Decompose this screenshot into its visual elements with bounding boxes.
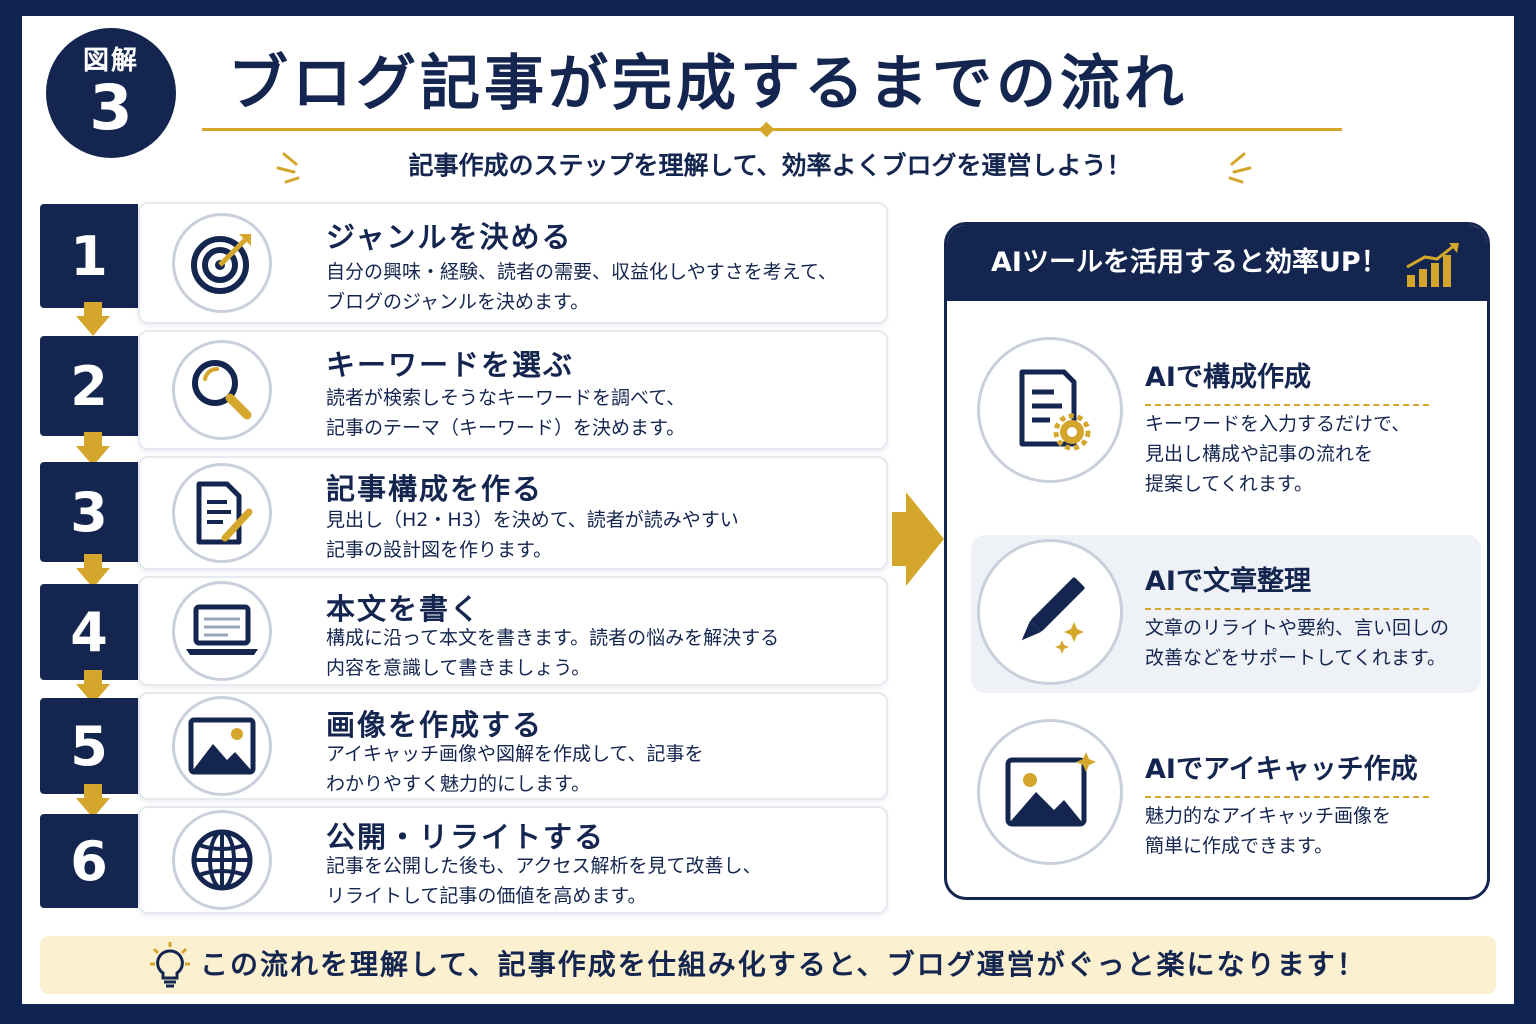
step-card-2: キーワードを選ぶ 読者が検索しそうなキーワードを調べて、 記事のテーマ（キーワー… xyxy=(138,330,888,450)
step-title: 記事構成を作る xyxy=(326,472,544,506)
step-number: 1 xyxy=(40,204,138,308)
step-card-5: 画像を作成する アイキャッチ画像や図解を作成して、記事を わかりやすく魅力的にし… xyxy=(138,692,888,800)
ai-item-title: AIでアイキャッチ作成 xyxy=(1145,747,1429,798)
down-arrow-icon xyxy=(76,670,110,704)
sparkle-left-icon xyxy=(276,152,300,184)
step-desc-line2: 内容を意識して書きましょう。 xyxy=(326,657,591,679)
down-arrow-icon xyxy=(76,554,110,588)
step-number: 2 xyxy=(40,336,138,436)
ai-box-header: AIツールを活用すると効率UP！ xyxy=(947,225,1487,301)
step-card-1: ジャンルを決める 自分の興味・経験、読者の需要、収益化しやすさを考えて、 ブログ… xyxy=(138,202,888,324)
step-desc-line1: 自分の興味・経験、読者の需要、収益化しやすさを考えて、 xyxy=(326,261,837,283)
step-title: ジャンルを決める xyxy=(326,220,573,254)
growth-chart-icon xyxy=(1406,243,1459,287)
step-number: 6 xyxy=(40,814,138,908)
step-title: 本文を書く xyxy=(326,592,482,626)
step-desc-line1: 記事を公開した後も、アクセス解析を見て改善し、 xyxy=(326,855,762,877)
magnifier-icon xyxy=(172,340,272,440)
step-desc-line2: わかりやすく魅力的にします。 xyxy=(326,773,591,795)
badge-number: 3 xyxy=(89,71,133,144)
step-desc-line2: 記事のテーマ（キーワード）を決めます。 xyxy=(326,417,686,439)
step-card-6: 公開・リライトする 記事を公開した後も、アクセス解析を見て改善し、 リライトして… xyxy=(138,806,888,914)
step-desc-line2: リライトして記事の価値を高めます。 xyxy=(326,885,647,907)
right-arrow-icon xyxy=(892,492,944,586)
target-icon xyxy=(172,213,272,313)
step-card-4: 本文を書く 構成に沿って本文を書きます。読者の悩みを解決する 内容を意識して書き… xyxy=(138,576,888,686)
globe-icon xyxy=(172,810,272,910)
document-gear-icon xyxy=(977,337,1123,483)
laptop-icon xyxy=(172,581,272,681)
ai-item-desc-line2: 簡単に作成できます。 xyxy=(1145,835,1334,857)
ai-box-header-text: AIツールを活用すると効率UP！ xyxy=(991,247,1388,278)
ai-item-desc-line1: キーワードを入力するだけで、 xyxy=(1145,413,1411,435)
step-title: 画像を作成する xyxy=(326,708,544,742)
image-sparkle-icon xyxy=(977,719,1123,865)
ai-item-title: AIで構成作成 xyxy=(1145,355,1429,406)
down-arrow-icon xyxy=(76,432,110,466)
ai-item-desc-line1: 魅力的なアイキャッチ画像を xyxy=(1145,805,1392,827)
document-edit-icon xyxy=(172,463,272,563)
subtitle: 記事作成のステップを理解して、効率よくブログを運営しよう！ xyxy=(408,151,1132,180)
down-arrow-icon xyxy=(76,302,110,336)
step-desc-line1: 構成に沿って本文を書きます。読者の悩みを解決する xyxy=(326,627,780,649)
ai-tools-box: AIツールを活用すると効率UP！ AIで構成作成 キーワードを入力するだけで、 … xyxy=(944,222,1490,900)
step-card-3: 記事構成を作る 見出し（H2・H3）を決めて、読者が読みやすい 記事の設計図を作… xyxy=(138,456,888,570)
step-desc-line2: ブログのジャンルを決めます。 xyxy=(326,291,590,313)
pencil-sparkle-icon xyxy=(977,539,1123,685)
ai-item-title: AIで文章整理 xyxy=(1145,559,1429,610)
step-number: 5 xyxy=(40,698,138,794)
footer-text: この流れを理解して、記事作成を仕組み化すると、ブログ運営がぐっと楽になります！ xyxy=(200,948,1367,981)
step-desc-line1: 読者が検索しそうなキーワードを調べて、 xyxy=(326,387,686,409)
badge-label: 図解 xyxy=(82,46,139,76)
down-arrow-icon xyxy=(76,784,110,818)
ai-item-desc-line3: 提案してくれます。 xyxy=(1145,473,1313,495)
image-icon xyxy=(172,696,272,796)
step-number: 4 xyxy=(40,584,138,680)
step-title: 公開・リライトする xyxy=(326,820,606,854)
step-desc-line1: アイキャッチ画像や図解を作成して、記事を xyxy=(326,743,704,765)
lightbulb-icon xyxy=(150,942,190,988)
step-number: 3 xyxy=(40,462,138,562)
step-title: キーワードを選ぶ xyxy=(326,348,575,382)
ai-item-desc-line2: 見出し構成や記事の流れを xyxy=(1145,443,1374,465)
step-desc-line2: 記事の設計図を作ります。 xyxy=(326,539,553,561)
ai-item-desc-line1: 文章のリライトや要約、言い回しの xyxy=(1145,617,1450,639)
sparkle-right-icon xyxy=(1228,152,1252,184)
figure-badge: 図解 3 xyxy=(46,28,176,158)
footer-banner: この流れを理解して、記事作成を仕組み化すると、ブログ運営がぐっと楽になります！ xyxy=(40,936,1496,994)
step-desc-line1: 見出し（H2・H3）を決めて、読者が読みやすい xyxy=(326,509,739,531)
ai-item-desc-line2: 改善などをサポートしてくれます。 xyxy=(1145,647,1446,669)
page-title: ブログ記事が完成するまでの流れ xyxy=(228,49,1188,119)
